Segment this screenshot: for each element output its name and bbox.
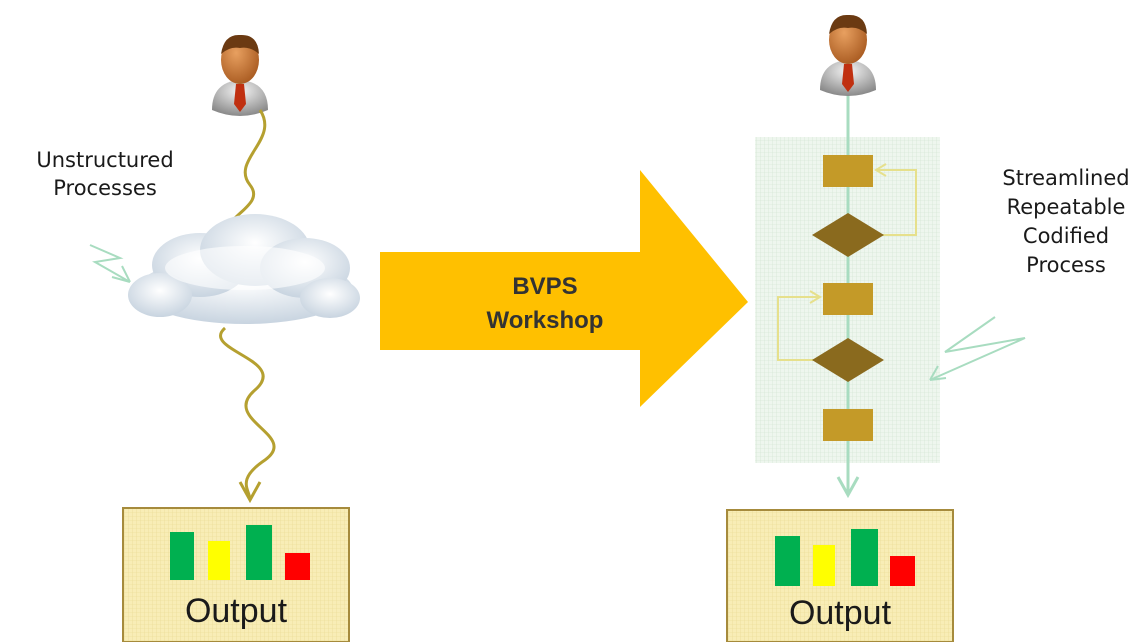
streamlined-label-line4: Process — [1026, 253, 1106, 277]
output-bar — [208, 541, 230, 580]
output-bar — [246, 525, 272, 580]
process-arrowhead — [836, 476, 860, 499]
streamlined-label: Streamlined Repeatable Codified Process — [985, 164, 1147, 280]
unstructured-label-line1: Unstructured — [36, 148, 174, 172]
unstructured-label: Unstructured Processes — [10, 146, 200, 202]
unstructured-label-line2: Processes — [53, 176, 157, 200]
decision-node — [812, 338, 884, 382]
output-label-right: Output — [788, 594, 892, 632]
workshop-label-line1: BVPS — [512, 273, 578, 300]
process-step — [823, 155, 873, 187]
workshop-label-line2: Workshop — [486, 307, 604, 334]
streamlined-label-line3: Codified — [1022, 224, 1110, 248]
output-box-left — [122, 507, 350, 642]
process-step — [823, 283, 873, 315]
cloud-icon — [128, 214, 360, 324]
output-bar — [813, 545, 835, 586]
workshop-label: BVPS Workshop — [440, 270, 650, 338]
streamlined-label-line1: Streamlined — [1002, 166, 1130, 190]
person-icon-right — [820, 14, 876, 96]
output-box-right — [726, 509, 954, 642]
output-bar — [285, 553, 310, 580]
transformation-arrow — [380, 170, 748, 407]
wavy-arrowhead — [238, 481, 262, 504]
output-bar — [851, 529, 878, 586]
output-label-left: Output — [184, 592, 288, 630]
wavy-line-bottom — [219, 326, 276, 501]
loop-line-bottom — [777, 290, 822, 361]
output-bar — [890, 556, 915, 586]
bar-chart-icon — [170, 525, 310, 580]
pointer-squiggle-left — [89, 244, 131, 283]
streamlined-label-line2: Repeatable — [1006, 195, 1126, 219]
loop-line-top — [874, 163, 917, 236]
output-bar — [170, 532, 194, 580]
pointer-squiggle-right — [929, 316, 1026, 381]
process-step — [823, 409, 873, 441]
bar-chart-icon — [775, 529, 915, 586]
person-icon-left — [212, 34, 268, 116]
decision-node — [812, 213, 884, 257]
output-bar — [775, 536, 800, 586]
